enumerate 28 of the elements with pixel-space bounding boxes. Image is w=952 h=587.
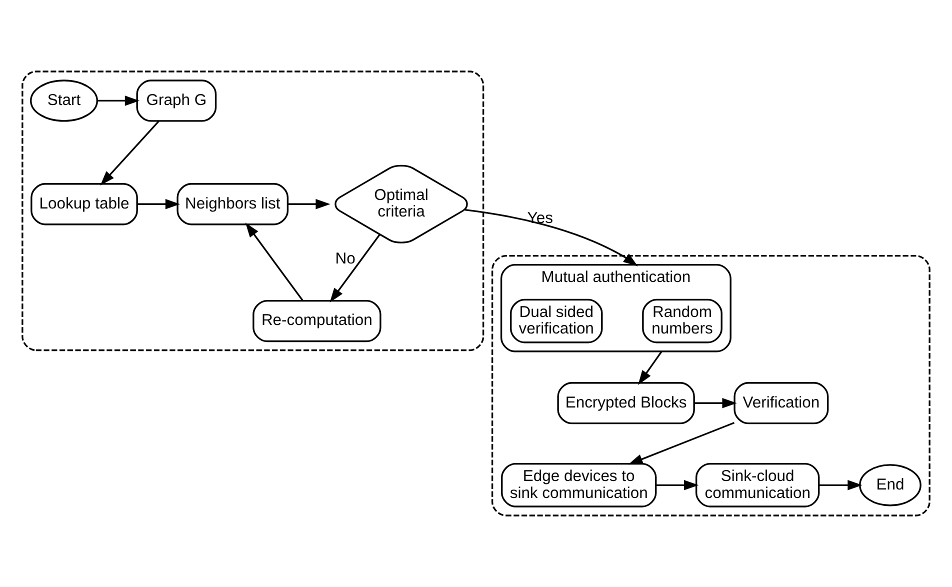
node-ellipse: Start (30, 80, 98, 122)
node-box: Edge devices to sink communication (501, 462, 657, 508)
arrow (330, 234, 380, 303)
arrow (288, 199, 330, 210)
arrow (100, 120, 160, 186)
arrow (638, 350, 662, 385)
edge-label: No (335, 250, 356, 268)
node-box: Re-computation (252, 300, 382, 342)
node-box: Dual sided verification (510, 298, 603, 344)
node-ellipse: End (859, 464, 922, 506)
arrow (245, 222, 304, 302)
node-box: Lookup table (30, 183, 138, 226)
arrow (694, 398, 737, 408)
cluster (491, 255, 930, 516)
node-box: Graph G (136, 80, 217, 122)
node-box: Random numbers (642, 298, 722, 344)
arrow (656, 480, 699, 490)
node-box: Encrypted Blocks (557, 382, 695, 424)
node-box: Neighbors list (176, 183, 289, 226)
arrow (96, 96, 140, 106)
node-box: Sink-cloud communication (695, 462, 820, 508)
arrow (464, 208, 638, 266)
arrow (628, 422, 735, 465)
arrow (819, 480, 862, 490)
node-box: Verification (734, 382, 829, 424)
edge-label: Yes (527, 210, 553, 227)
arrow (137, 199, 180, 210)
cluster (22, 70, 484, 352)
